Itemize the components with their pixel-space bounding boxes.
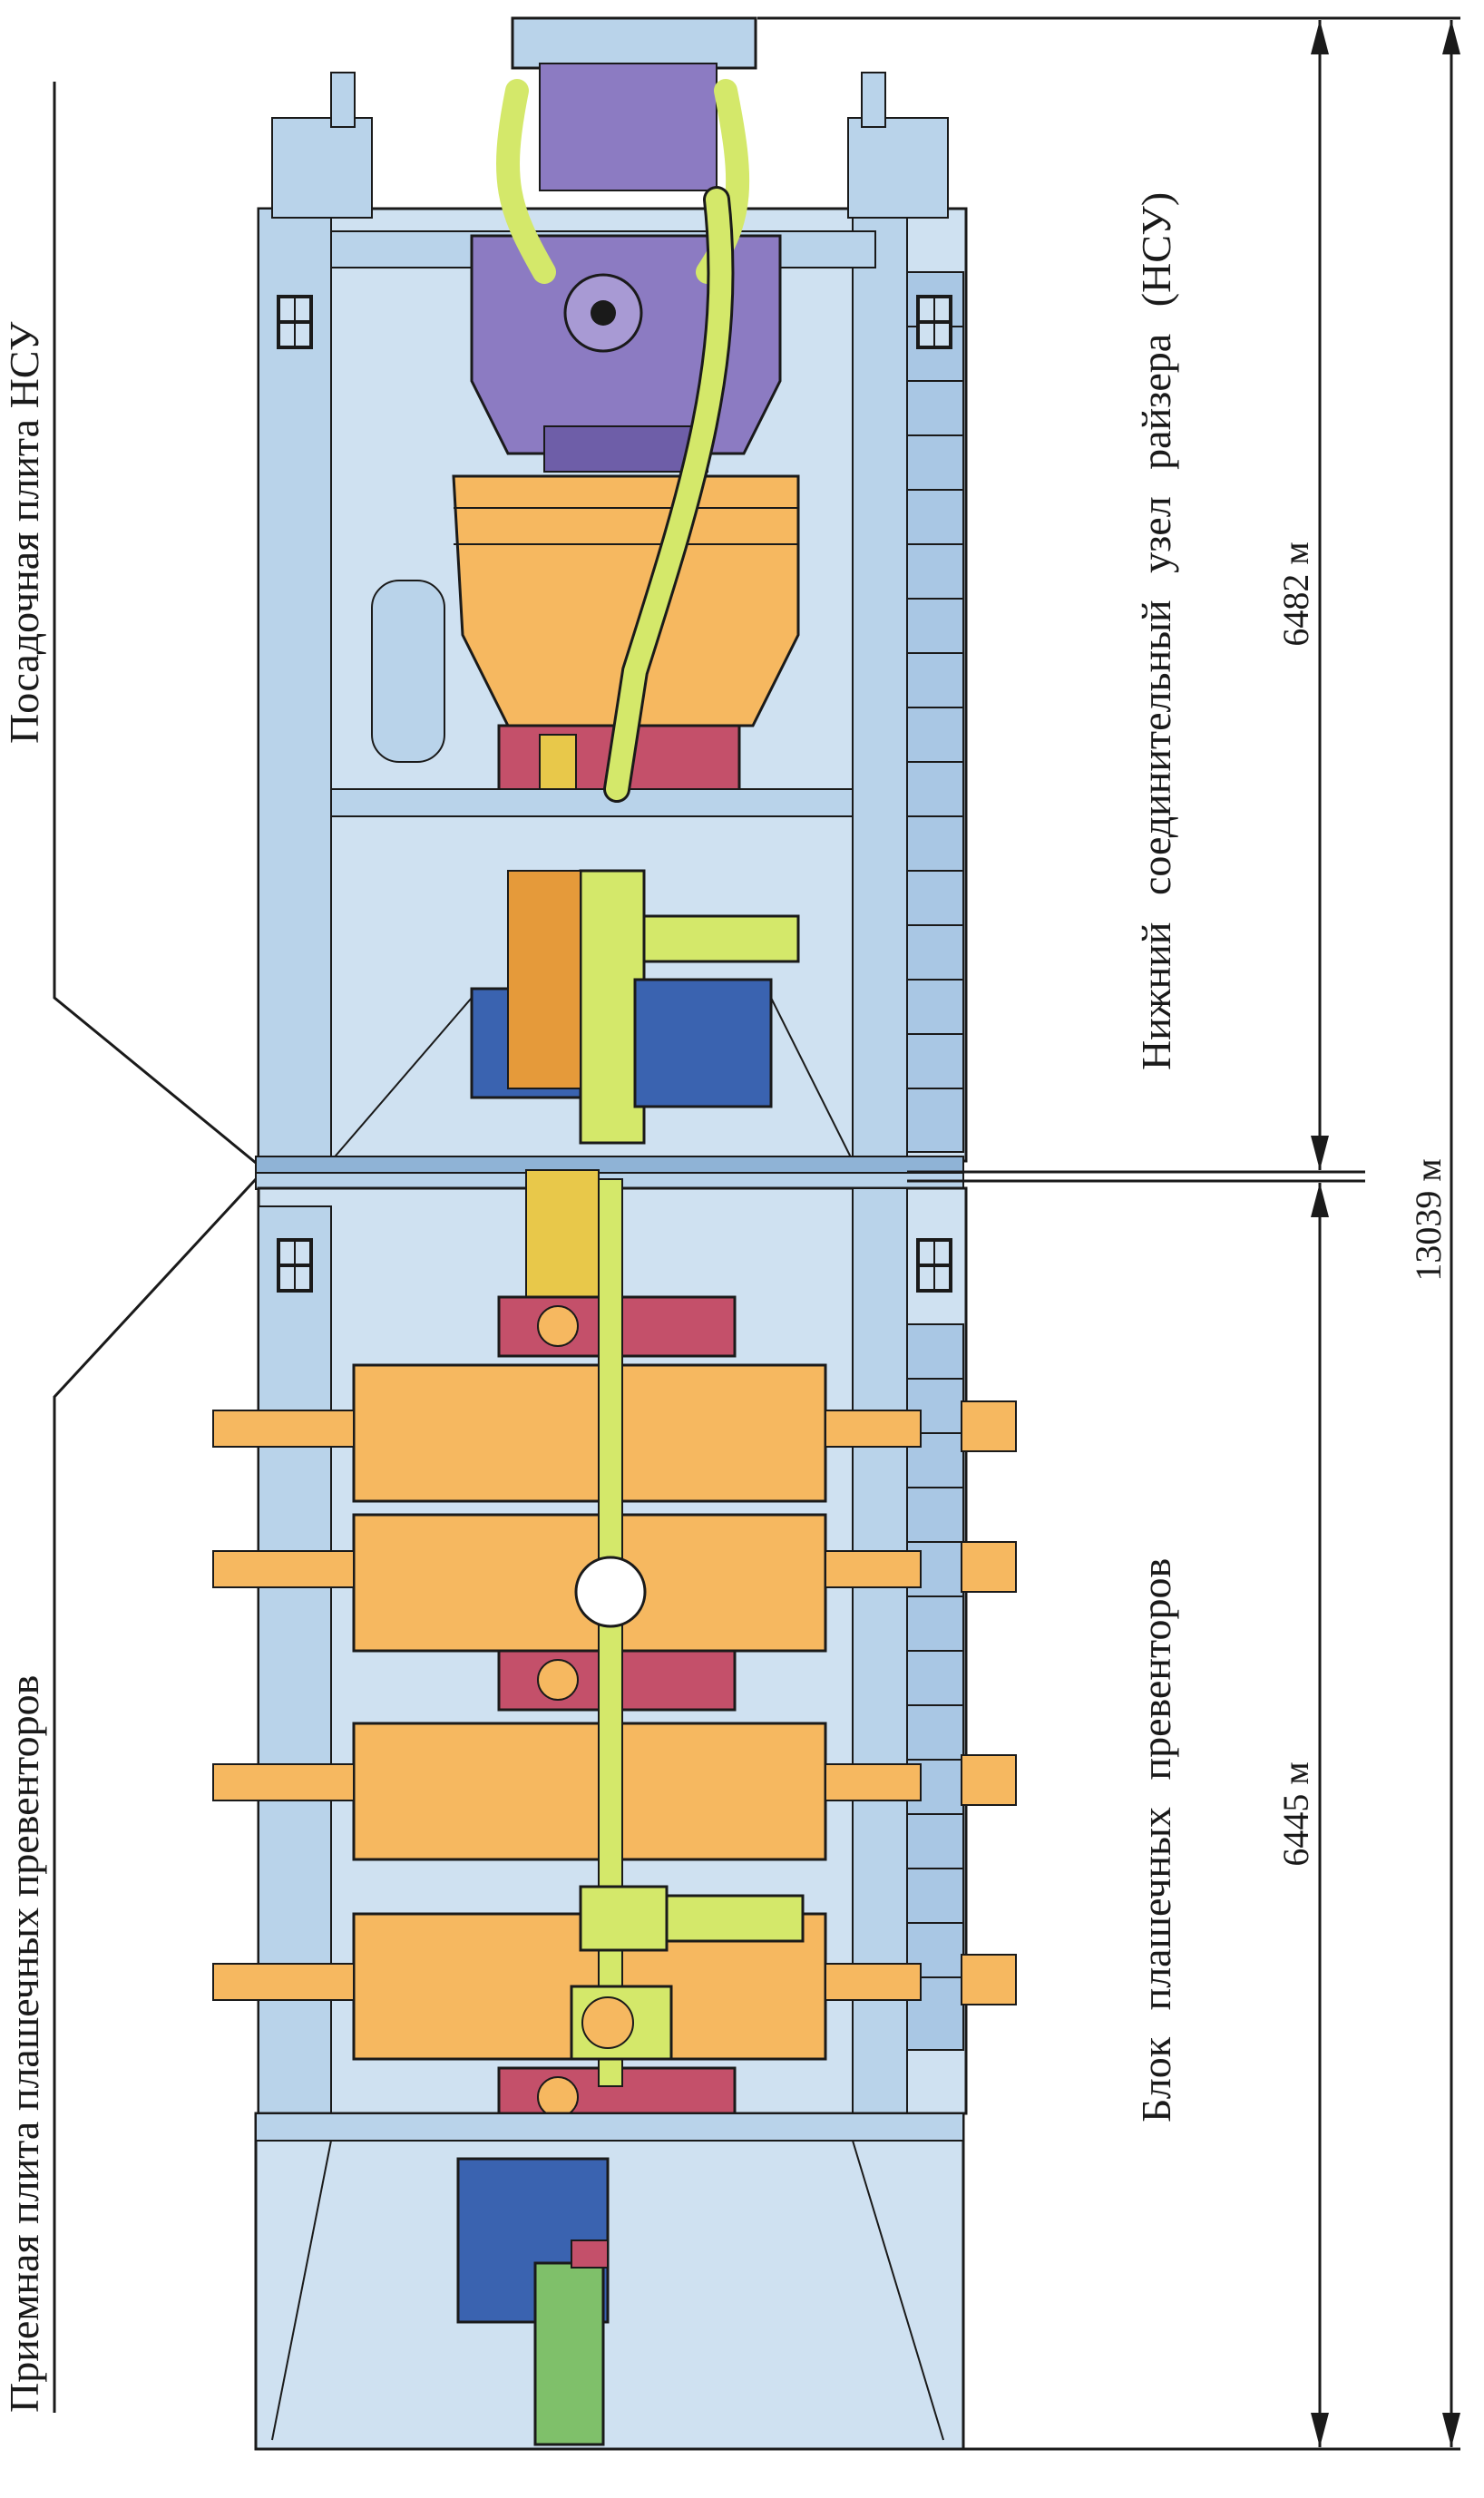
lower-riser-assembly	[257, 16, 968, 1163]
choke-hub-bottom	[581, 1996, 634, 2049]
right-column	[852, 208, 908, 1162]
dimension-arrows	[1311, 20, 1460, 2447]
ram-preventer-3	[212, 1722, 1017, 1861]
top-cap	[511, 16, 757, 70]
base-beam	[255, 2113, 964, 2142]
bop-block	[212, 1169, 1017, 2451]
kill-valve-actuator	[642, 914, 800, 963]
receiving-plate-leader	[53, 1177, 258, 2413]
left-post	[330, 72, 356, 128]
landing-plate-leader	[53, 82, 257, 1165]
flex-hose-main-fill	[606, 189, 732, 800]
dim-lower-label: 6445 м	[1275, 1761, 1316, 1866]
flex-joint	[452, 474, 800, 727]
dimension-lines	[757, 16, 1460, 2451]
window-lower-right	[916, 1238, 952, 1293]
lower-assembly-label: Нижний соединительный узел райзера (НСУ)	[1133, 192, 1179, 1070]
kill-valve-body	[579, 869, 646, 1145]
ladder-rungs-lower	[907, 1378, 963, 1978]
ram-preventer-1	[212, 1363, 1017, 1503]
right-ladder	[906, 271, 964, 1153]
connector-hub-center	[591, 300, 616, 326]
window-lower-left	[277, 1238, 313, 1293]
base-frame	[254, 2112, 965, 2451]
right-top-lug	[847, 117, 949, 219]
landing-plate-label: Посадочная плита НСУ	[1, 321, 47, 744]
choke-actuator-lower	[665, 1894, 805, 1943]
clamp-lock-upper	[539, 734, 577, 790]
connector-flange	[543, 425, 708, 473]
dim-total-label: 13039 м	[1408, 1158, 1449, 1281]
receiving-plate-label: Приемная плита плашечных превенторов	[1, 1675, 47, 2413]
clamp-1-lock	[537, 1305, 579, 1347]
right-post	[861, 72, 886, 128]
choke-valve-lower	[579, 1885, 669, 1952]
lower-left-column	[258, 1205, 332, 2114]
landing-plate	[255, 1156, 964, 1174]
clamp-3-lock	[537, 2076, 579, 2118]
bop-block-label: Блок плашечных превенторов	[1133, 1558, 1179, 2122]
dim-upper-label: 6482 м	[1275, 542, 1316, 646]
window-upper-left	[277, 295, 313, 349]
valve-block	[633, 978, 773, 1108]
lower-right-ladder	[906, 1323, 964, 2051]
mid-deck	[330, 788, 854, 817]
access-hatch	[371, 580, 445, 763]
hydraulic-receptacle	[507, 870, 581, 1089]
connector-neck	[539, 63, 718, 191]
wellhead-seal	[571, 2239, 609, 2269]
leader-lines	[53, 82, 258, 2413]
clamp-2-lock	[537, 1659, 579, 1701]
left-top-lug	[271, 117, 373, 219]
choke-valve-mid	[574, 1556, 647, 1628]
window-upper-right	[916, 295, 952, 349]
seal-housing	[525, 1169, 600, 1316]
lower-right-column	[852, 1187, 908, 2114]
left-column	[258, 208, 332, 1162]
wellhead-pipe	[533, 2261, 605, 2446]
